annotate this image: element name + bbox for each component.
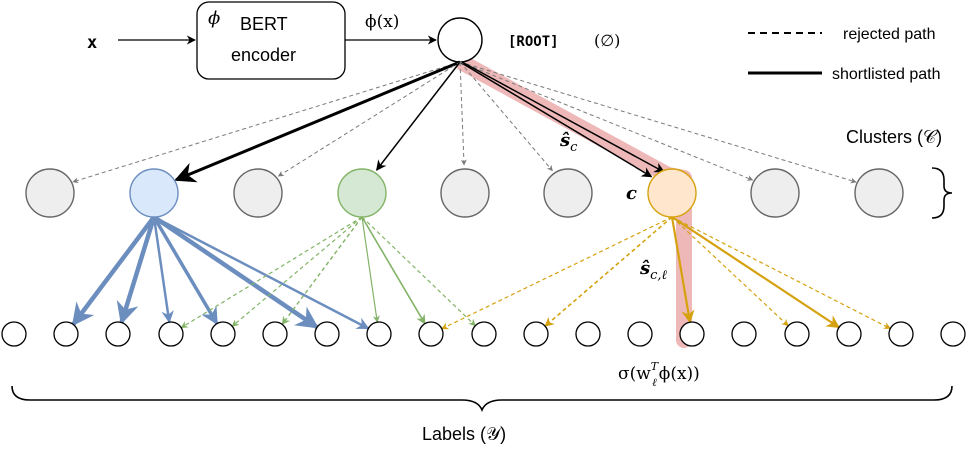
rejected-cluster-edge	[459, 61, 857, 184]
rejected-cluster-edge	[277, 61, 461, 177]
rejected-label-edge	[671, 216, 789, 327]
shortlisted-label-edge	[116, 216, 157, 325]
clusters-title: Clusters (𝒞)	[846, 127, 942, 147]
label-node	[53, 321, 79, 347]
rejected-cluster-edge	[459, 61, 553, 172]
label-node	[836, 321, 862, 347]
shortlisted-label-edge	[71, 215, 156, 327]
root-tag: [ROOT]	[508, 34, 559, 50]
legend-shortlisted-label: shortlisted path	[832, 66, 941, 83]
label-node	[784, 321, 810, 347]
cluster-row	[25, 168, 904, 218]
rejected-label-edge	[180, 216, 363, 329]
encoder-phi-symbol: ϕ	[208, 8, 220, 29]
rejected-cluster-edge	[459, 61, 467, 166]
shortlisted-label-edge	[671, 216, 841, 329]
shortlisted-label-edge	[152, 215, 319, 330]
rejected-label-edge	[671, 216, 891, 330]
shortlisted-label-edge	[670, 216, 695, 324]
label-node	[627, 321, 653, 347]
rejected-cluster-edge	[459, 61, 754, 181]
label-node	[210, 321, 236, 347]
shortlisted-label-edge	[361, 216, 380, 323]
label-node	[888, 321, 914, 347]
encoder-line1: BERT	[240, 14, 288, 34]
cluster-node	[25, 168, 75, 218]
rejected-cluster-edge	[72, 61, 461, 184]
cluster-node	[129, 168, 179, 218]
label-node	[105, 321, 131, 347]
label-node	[262, 321, 288, 347]
label-row	[1, 321, 966, 347]
cluster-node	[750, 168, 800, 218]
label-node	[314, 321, 340, 347]
shortlisted-label-edge	[152, 216, 219, 326]
encoder-output-label: ϕ(x)	[365, 12, 399, 32]
label-node	[940, 321, 966, 347]
label-node	[418, 321, 444, 347]
clusters-brace	[931, 167, 953, 219]
root-to-cluster-edges	[72, 60, 857, 184]
cluster-node	[543, 168, 593, 218]
label-score-label: ŝc,ℓ	[639, 258, 668, 283]
rejected-label-edge	[361, 216, 476, 327]
rejected-label-edge	[441, 216, 673, 330]
labels-title: Labels (𝒴)	[422, 424, 506, 444]
cluster-node	[233, 168, 283, 218]
cluster-node	[647, 168, 697, 218]
shortlisted-label-edge	[361, 216, 426, 325]
highlight-root-edge	[461, 61, 665, 173]
label-node	[731, 321, 757, 347]
label-node	[575, 321, 601, 347]
label-node	[523, 321, 549, 347]
label-node	[366, 321, 392, 347]
shortlisted-cluster-edge	[174, 60, 461, 183]
label-node	[679, 321, 705, 347]
input-x-label: x	[87, 33, 97, 53]
shortlisted-label-edge	[153, 215, 370, 330]
root-node	[437, 17, 483, 63]
shortlisted-cluster-edge	[459, 61, 653, 178]
cluster-node	[440, 168, 490, 218]
rejected-label-edge	[231, 216, 363, 327]
labels-brace	[11, 385, 953, 413]
encoder-line2: encoder	[231, 45, 296, 65]
root-set: (∅)	[594, 31, 620, 50]
label-node	[158, 321, 184, 347]
legend-rejected-label: rejected path	[843, 26, 936, 43]
label-node	[471, 321, 497, 347]
shortlisted-cluster-edge	[376, 61, 461, 171]
rejected-label-edge	[281, 216, 363, 326]
cluster-score-label: ŝc	[559, 130, 578, 155]
cluster-to-label-edges	[71, 61, 891, 330]
cluster-node	[337, 168, 387, 218]
label-node	[1, 321, 27, 347]
selected-cluster-label: c	[626, 183, 637, 204]
cluster-node	[854, 168, 904, 218]
shortlisted-label-edge	[152, 216, 174, 324]
